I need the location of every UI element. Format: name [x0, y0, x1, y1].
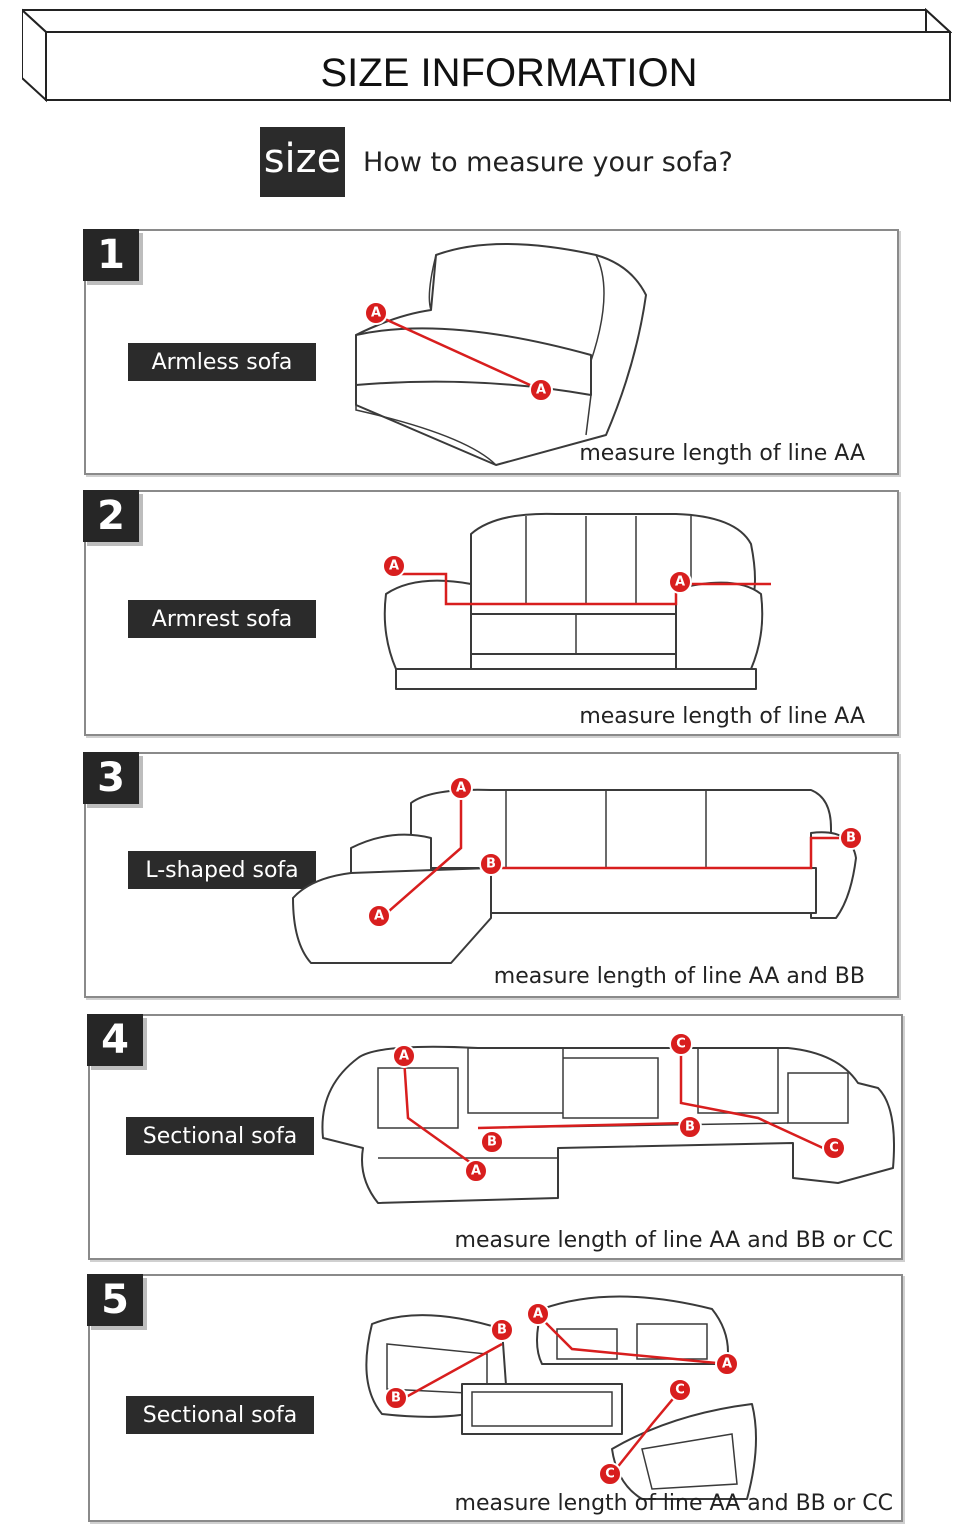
step-number: 5 — [87, 1274, 143, 1326]
svg-text:A: A — [456, 781, 466, 796]
sofa-icon: A A B B — [292, 776, 863, 964]
marker-a-start: A — [392, 1044, 416, 1068]
panel-l-shaped-sofa: 3 L-shaped sofa A A B B measure length o… — [83, 752, 899, 998]
panel-armless-sofa: 1 Armless sofa A A measure length of lin… — [83, 229, 899, 475]
svg-text:B: B — [486, 857, 496, 872]
marker-a-end: A — [529, 378, 553, 402]
svg-text:C: C — [676, 1037, 686, 1052]
svg-text:B: B — [487, 1135, 497, 1150]
sofa-icon: A A B B C C — [365, 1295, 757, 1500]
step-number: 2 — [83, 490, 139, 542]
sofa-type-label: L-shaped sofa — [128, 851, 316, 889]
panel-sectional-sofa-2: 5 Sectional sofa A A B B C C measure len… — [87, 1274, 903, 1522]
svg-text:A: A — [399, 1049, 409, 1064]
marker-c-start: C — [669, 1032, 693, 1056]
sofa-icon: A A — [382, 512, 771, 690]
svg-text:A: A — [389, 559, 399, 574]
svg-text:B: B — [685, 1120, 695, 1135]
svg-text:B: B — [391, 1391, 401, 1406]
svg-text:C: C — [829, 1141, 839, 1156]
svg-text:A: A — [471, 1164, 481, 1179]
marker-b-end: B — [678, 1115, 702, 1139]
svg-text:A: A — [374, 909, 384, 924]
marker-a-end: A — [367, 904, 391, 928]
svg-text:A: A — [722, 1357, 732, 1372]
step-number: 3 — [83, 752, 139, 804]
svg-text:A: A — [533, 1307, 543, 1322]
size-question: How to measure your sofa? — [363, 146, 733, 178]
marker-b-start: B — [479, 852, 503, 876]
marker-a-end: A — [668, 570, 692, 594]
measure-caption: measure length of line AA — [579, 441, 865, 466]
title-banner: SIZE INFORMATION — [19, 7, 953, 104]
marker-a-start: A — [382, 554, 406, 578]
measure-caption: measure length of line AA — [579, 704, 865, 729]
size-badge: size — [260, 127, 345, 197]
marker-a-start: A — [364, 301, 388, 325]
banner-frame — [19, 7, 953, 103]
marker-c-end: C — [598, 1462, 622, 1486]
marker-a-end: A — [464, 1159, 488, 1183]
marker-c-end: C — [822, 1136, 846, 1160]
marker-a-start: A — [449, 776, 473, 800]
measure-caption: measure length of line AA and BB — [493, 964, 865, 989]
panel-sectional-sofa-1: 4 Sectional sofa A A B B C C measure len… — [87, 1014, 903, 1260]
svg-text:A: A — [675, 575, 685, 590]
svg-text:B: B — [846, 831, 856, 846]
marker-a-end: A — [715, 1352, 739, 1376]
svg-text:C: C — [605, 1467, 615, 1482]
sofa-type-label: Sectional sofa — [126, 1117, 314, 1155]
svg-text:B: B — [497, 1323, 507, 1338]
sofa-type-label: Sectional sofa — [126, 1396, 314, 1434]
measure-caption: measure length of line AA and BB or CC — [454, 1491, 893, 1516]
panel-armrest-sofa: 2 Armrest sofa A A measure length of lin… — [83, 490, 899, 736]
marker-a-start: A — [526, 1302, 550, 1326]
step-number: 4 — [87, 1014, 143, 1066]
svg-text:A: A — [536, 383, 546, 398]
sofa-icon: A A B B C C — [321, 1032, 895, 1204]
page-title: SIZE INFORMATION — [320, 50, 698, 95]
measure-caption: measure length of line AA and BB or CC — [454, 1228, 893, 1253]
marker-b-start: B — [490, 1318, 514, 1342]
sofa-icon: A A — [355, 243, 647, 466]
size-intro: size How to measure your sofa? — [260, 126, 733, 198]
sofa-type-label: Armless sofa — [128, 343, 316, 381]
sofa-type-label: Armrest sofa — [128, 600, 316, 638]
step-number: 1 — [83, 229, 139, 281]
marker-b-end: B — [839, 826, 863, 850]
marker-c-start: C — [668, 1378, 692, 1402]
marker-b-start: B — [480, 1130, 504, 1154]
svg-text:C: C — [675, 1383, 685, 1398]
marker-b-end: B — [384, 1386, 408, 1410]
svg-text:A: A — [371, 306, 381, 321]
